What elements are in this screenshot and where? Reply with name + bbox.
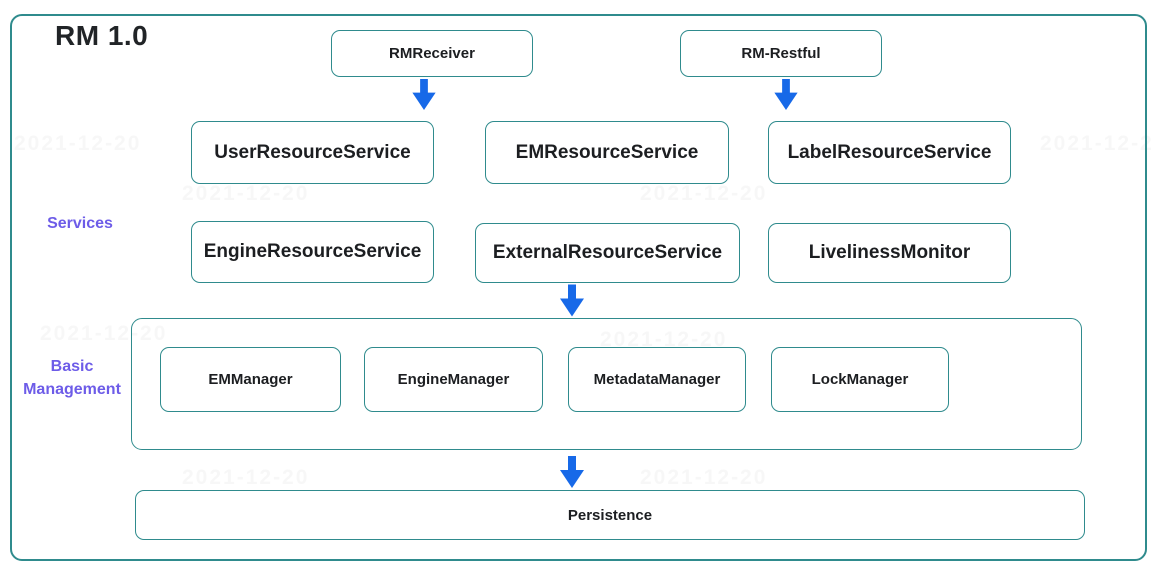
rm-container-frame [10, 14, 1147, 561]
services-label: Services [47, 215, 113, 232]
flow-arrow-down-icon [560, 456, 584, 488]
node-engineresourceservice: EngineResourceService [191, 221, 434, 283]
node-label: ExternalResourceService [492, 242, 723, 263]
node-emresourceservice: EMResourceService [485, 121, 729, 184]
node-userresourceservice: UserResourceService [191, 121, 434, 184]
node-livelinessmonitor: LivelinessMonitor [768, 223, 1011, 283]
node-label: EngineManager [397, 371, 510, 388]
node-enginemanager: EngineManager [364, 347, 543, 412]
node-lockmanager: LockManager [771, 347, 949, 412]
node-label: LabelResourceService [787, 141, 992, 163]
node-externalresourceservice: ExternalResourceService [475, 223, 740, 283]
node-metadatamanager: MetadataManager [568, 347, 746, 412]
basic-management-label: Basic Management [14, 355, 130, 401]
flow-arrow-down-icon [560, 284, 584, 317]
node-label: UserResourceService [214, 141, 411, 163]
node-rmreceiver: RMReceiver [331, 30, 533, 77]
node-label: EMResourceService [515, 141, 699, 163]
node-label: EngineResourceService [203, 241, 422, 262]
basic-management-label-line2: Management [23, 381, 121, 398]
basic-management-label-line1: Basic [50, 358, 94, 375]
flow-arrow-down-icon [412, 79, 436, 110]
flow-arrow-down-icon [774, 79, 798, 110]
node-label: LockManager [811, 371, 909, 388]
node-label: LivelinessMonitor [808, 242, 971, 263]
node-labelresourceservice: LabelResourceService [768, 121, 1011, 184]
node-label: MetadataManager [593, 371, 721, 388]
node-rm-restful: RM-Restful [680, 30, 882, 77]
node-persistence: Persistence [135, 490, 1085, 540]
node-label: RMReceiver [389, 45, 475, 62]
node-label: EMManager [208, 371, 293, 388]
node-label: Persistence [567, 506, 653, 524]
node-label: RM-Restful [741, 45, 821, 62]
node-emmanager: EMManager [160, 347, 341, 412]
basic-management-container [131, 318, 1082, 450]
diagram-title: RM 1.0 [55, 20, 149, 51]
